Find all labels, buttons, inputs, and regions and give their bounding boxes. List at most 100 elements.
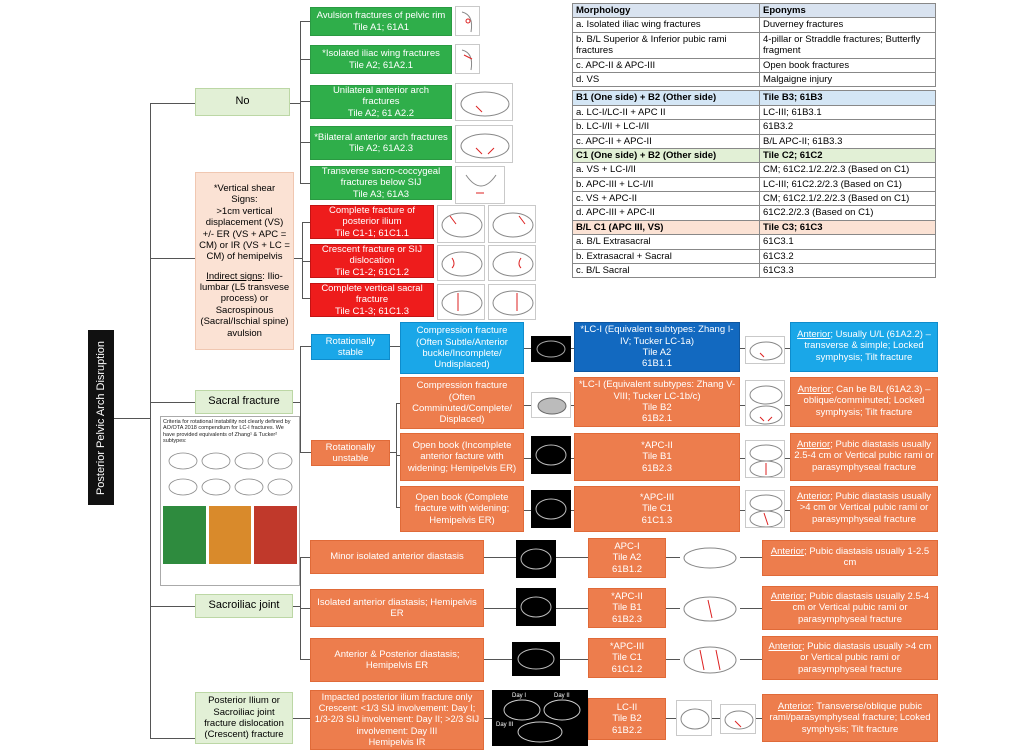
si-pelvis-image-3 xyxy=(680,640,740,680)
sacral-fracture-node: Sacral fracture xyxy=(195,390,293,414)
table-section-c-eponym: Tile C2; 61C2 xyxy=(759,147,936,164)
isolated-iliac-wing-box: *Isolated iliac wing fractures Tile A2; … xyxy=(310,45,452,74)
connector xyxy=(302,261,310,262)
sacral-desc-4: Open book (Complete fracture with wideni… xyxy=(400,486,524,532)
table-section-b-eponym: Tile B3; 61B3 xyxy=(759,90,936,106)
connector xyxy=(396,507,400,508)
connector xyxy=(300,21,310,22)
si-anterior-1: Anterior; Pubic diastasis usually 1-2.5 … xyxy=(762,540,938,576)
table-header-eponyms: Eponyms xyxy=(759,2,936,19)
anterior-label: Anterior xyxy=(796,439,831,450)
sacral-desc-3: Open book (Incomplete anterior facture w… xyxy=(400,433,524,481)
sacrococcygeal-image xyxy=(455,166,505,204)
vs-indirect-text: : Ilio-lumbar (L5 transvese process) or … xyxy=(199,270,290,339)
table-cell: Open book fractures xyxy=(759,57,936,73)
si-anterior-3: Anterior; Pubic diastasis usually >4 cm … xyxy=(762,636,938,680)
crescent-class: LC-II Tile B2 61B2.2 xyxy=(588,698,666,740)
sacral-class-1: *LC-I (Equivalent subtypes: Zhang I-IV; … xyxy=(574,322,740,372)
vs-indirect-label: Indirect signs xyxy=(206,270,263,282)
connector xyxy=(390,452,396,453)
sacral-label: Sacral fracture xyxy=(208,395,280,408)
anterior-label: Anterior xyxy=(770,546,805,557)
posterior-ilium-fracture-box: Complete fracture of posterior ilium Til… xyxy=(310,205,434,239)
table-cell: a. B/L Extrasacral xyxy=(572,234,760,250)
unilateral-anterior-arch-box: Unilateral anterior arch fractures Tile … xyxy=(310,85,452,119)
sacroiliac-joint-node: Sacroiliac joint xyxy=(195,594,293,618)
connector xyxy=(300,183,310,184)
day-ii-label: Day II xyxy=(554,693,570,699)
connector xyxy=(302,298,310,299)
connector xyxy=(293,402,301,403)
anterior-label: Anterior xyxy=(797,384,831,395)
tucker-panel-a xyxy=(163,506,206,565)
connector xyxy=(150,103,151,739)
si-pelvis-image-2 xyxy=(680,590,740,628)
connector xyxy=(293,718,310,719)
sacral-pelvis-image-3 xyxy=(745,440,785,478)
table-cell: LC-III; 61C2.2/2.3 (Based on C1) xyxy=(759,176,936,193)
si-anterior-2: Anterior; Pubic diastasis usually 2.5-4 … xyxy=(762,586,938,630)
table-cell: B/L APC-II; 61B3.3 xyxy=(759,133,936,149)
crescent-node: Posterior Ilium or Sacroiliac joint frac… xyxy=(195,692,293,744)
si-desc-3: Anterior & Posterior diastasis; Hemipelv… xyxy=(310,638,484,682)
sacral-class-2: *LC-I (Equivalent subtypes: Zhang V-VIII… xyxy=(574,377,740,427)
table-section-c: C1 (One side) + B2 (Other side) xyxy=(572,147,760,164)
connector xyxy=(300,21,301,184)
table-cell: 61C3.2 xyxy=(759,248,936,265)
unilateral-arch-image xyxy=(455,83,513,121)
table-cell: a. LC-I/LC-II + APC II xyxy=(572,104,760,121)
vs-indirect: Indirect signs: Ilio-lumbar (L5 transves… xyxy=(199,271,290,339)
avulsion-pelvis-image xyxy=(455,6,480,36)
bilateral-anterior-arch-box: *Bilateral anterior arch fractures Tile … xyxy=(310,126,452,160)
table-header-morphology: Morphology xyxy=(572,2,760,19)
si-desc-1: Minor isolated anterior diastasis xyxy=(310,540,484,574)
connector xyxy=(150,402,195,403)
si-ct-image-3 xyxy=(512,642,560,676)
connector xyxy=(294,258,302,259)
table-cell: Duverney fractures xyxy=(759,17,936,33)
crescent-anterior: Anterior: Transverse/oblique pubic rami/… xyxy=(762,694,938,742)
ct-image-3 xyxy=(531,436,571,474)
connector xyxy=(396,455,400,456)
sacral-pelvis-image-2 xyxy=(745,380,785,426)
vs-image-1a xyxy=(437,205,485,243)
sacral-class-4: *APC-III Tile C1 61C1.3 xyxy=(574,486,740,532)
vs-signs: Signs: >1cm vertical displacement (VS) +… xyxy=(199,194,290,263)
table-cell: 61C3.1 xyxy=(759,234,936,250)
ct-image-2 xyxy=(531,392,571,418)
connector xyxy=(300,101,310,102)
anterior-text: : Transverse/oblique pubic rami/parasymp… xyxy=(769,701,931,735)
connector xyxy=(300,557,310,558)
si-label: Sacroiliac joint xyxy=(208,599,280,612)
si-ct-image-1 xyxy=(516,540,556,578)
sacral-pelvis-image-1 xyxy=(745,336,785,364)
connector xyxy=(300,59,310,60)
tucker-panel-b xyxy=(208,506,252,565)
table-cell: d. APC-III + APC-II xyxy=(572,205,760,221)
avulsion-fracture-box: Avulsion fractures of pelvic rim Tile A1… xyxy=(310,7,452,36)
root-node: Posterior Pelvic Arch Disruption xyxy=(88,330,114,505)
day-i-label: Day I xyxy=(512,693,527,699)
anterior-text: ; Pubic diastasis usually >4 cm or Verti… xyxy=(797,641,932,675)
table-cell: c. B/L Sacral xyxy=(572,263,760,279)
vertical-shear-node: *Vertical shear Signs: >1cm vertical dis… xyxy=(195,172,294,350)
table-cell: b. LC-I/II + LC-I/II xyxy=(572,119,760,135)
sacral-class-3: *APC-II Tile B1 61B2.3 xyxy=(574,433,740,481)
connector xyxy=(302,222,310,223)
si-class-1: APC-I Tile A2 61B1.2 xyxy=(588,538,666,578)
connector xyxy=(302,222,303,299)
bilateral-arch-image xyxy=(455,125,513,163)
root-label: Posterior Pelvic Arch Disruption xyxy=(95,340,107,495)
si-ct-image-2 xyxy=(516,588,556,626)
vs-title: *Vertical shear xyxy=(213,182,276,194)
rotationally-stable-box: Rotationally stable xyxy=(311,334,390,360)
table-cell: a. Isolated iliac wing fractures xyxy=(572,17,760,33)
connector xyxy=(290,103,300,104)
table-cell: b. Extrasacral + Sacral xyxy=(572,248,760,265)
sacral-note: Criteria for rotational instability not … xyxy=(160,416,300,586)
connector xyxy=(300,452,311,453)
table-cell: c. VS + APC-II xyxy=(572,191,760,207)
anterior-text: ; Can be B/L (61A2.3) – oblique/comminut… xyxy=(803,384,931,418)
si-pelvis-image-1 xyxy=(680,544,740,572)
connector xyxy=(150,258,195,259)
